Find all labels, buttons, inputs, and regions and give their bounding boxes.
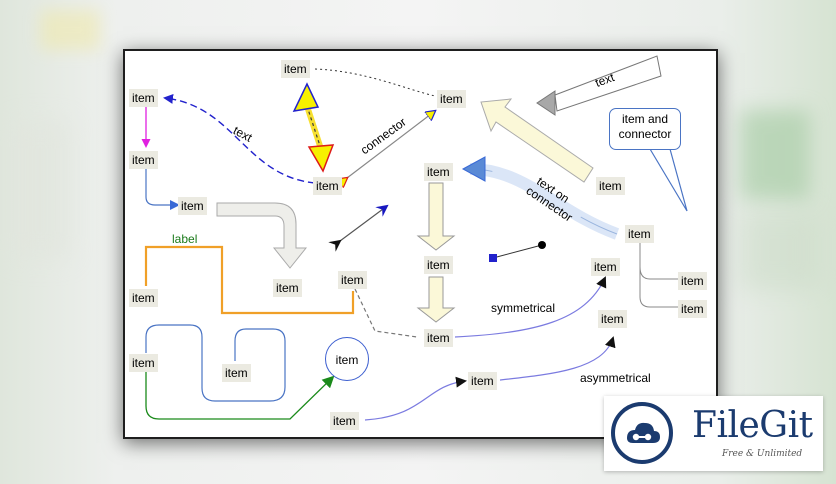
background-blur	[740, 210, 820, 290]
diagram-connectors	[141, 55, 688, 421]
background-blur	[10, 120, 70, 260]
item-big-arrow[interactable]: item	[596, 177, 625, 195]
cloud-icon	[627, 422, 660, 443]
circle-item[interactable]: item	[325, 337, 369, 381]
cloud-logo-icon	[611, 402, 673, 464]
item-fat-3[interactable]: item	[424, 329, 453, 347]
item-top-right[interactable]: item	[437, 90, 466, 108]
filegit-logo: FileGit Free & Unlimited	[604, 396, 823, 471]
callout-line-1: item and	[621, 112, 669, 126]
item-right-side[interactable]: item	[625, 225, 654, 243]
label-asymmetrical: asymmetrical	[580, 371, 651, 385]
item-fat-2[interactable]: item	[424, 256, 453, 274]
background-blur	[740, 110, 810, 200]
label-green: label	[172, 232, 198, 246]
item-fat-1[interactable]: item	[424, 163, 453, 181]
item-left-3[interactable]: item	[178, 197, 207, 215]
label-symmetrical: symmetrical	[491, 301, 556, 315]
item-loop-start[interactable]: item	[129, 354, 158, 372]
callout-box[interactable]: item and connector	[609, 108, 681, 150]
item-orange-end[interactable]: item	[338, 271, 367, 289]
item-symmetrical[interactable]: item	[591, 258, 620, 276]
logo-name: FileGit	[692, 405, 813, 446]
item-bottom[interactable]: item	[330, 412, 359, 430]
item-loop-end[interactable]: item	[222, 364, 251, 382]
item-top-center[interactable]: item	[281, 60, 310, 78]
item-bend[interactable]: item	[273, 279, 302, 297]
item-asymmetrical[interactable]: item	[598, 310, 627, 328]
background-blur	[40, 10, 100, 50]
item-left-1[interactable]: item	[129, 89, 158, 107]
item-asym-mid[interactable]: item	[468, 372, 497, 390]
callout-line-2: connector	[618, 127, 672, 141]
item-branch-2[interactable]: item	[678, 300, 707, 318]
item-branch-1[interactable]: item	[678, 272, 707, 290]
item-orange-start[interactable]: item	[129, 289, 158, 307]
diagram-canvas: item item item item item item item item …	[123, 49, 718, 439]
item-left-2[interactable]: item	[129, 151, 158, 169]
item-center-end[interactable]: item	[313, 177, 342, 195]
logo-tagline: Free & Unlimited	[722, 449, 803, 459]
